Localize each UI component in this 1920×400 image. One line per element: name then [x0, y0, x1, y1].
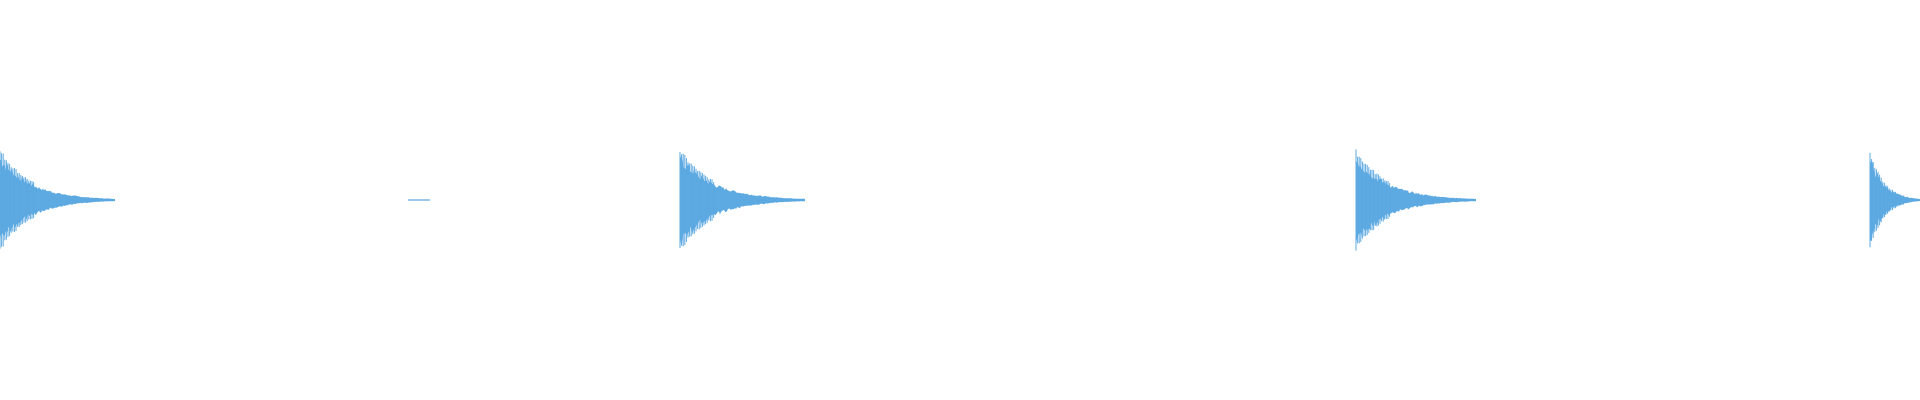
transient-4	[1870, 157, 1920, 242]
transient-3	[1356, 160, 1476, 245]
transient-1	[0, 159, 115, 244]
waveform-shapes	[0, 149, 1920, 251]
transient-2	[680, 155, 805, 245]
